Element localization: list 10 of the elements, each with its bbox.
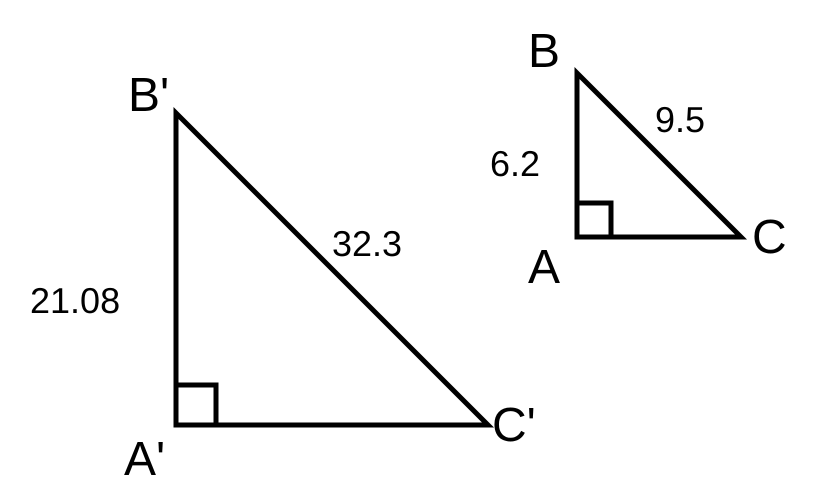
vertex-label: C: [752, 214, 787, 262]
vertex-label: B': [128, 72, 170, 120]
side-length: 21.08: [30, 283, 120, 319]
vertex-label: C': [492, 402, 536, 450]
vertex-label: A: [528, 244, 560, 292]
side-length: 32.3: [332, 226, 402, 262]
side-length: 6.2: [490, 146, 540, 182]
vertex-label: A': [124, 436, 166, 484]
side-length: 9.5: [655, 102, 706, 138]
vertex-label: B: [528, 28, 560, 76]
